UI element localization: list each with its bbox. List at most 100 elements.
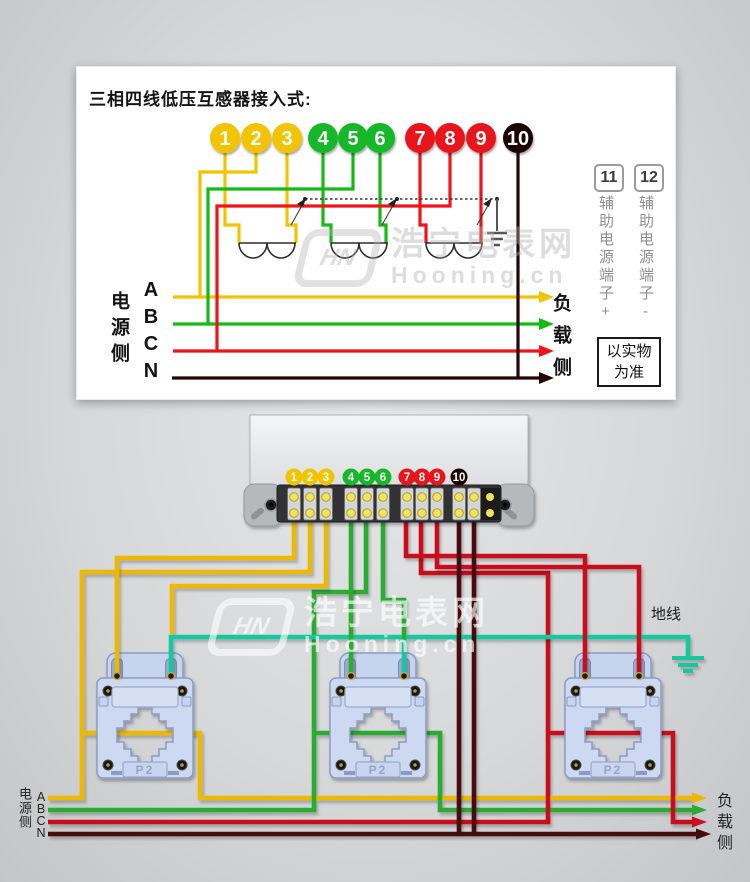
terminal-screw <box>346 492 356 502</box>
ct-slot-terminal <box>112 672 121 681</box>
terminal-screw <box>346 508 356 518</box>
terminal-screw <box>454 508 464 518</box>
terminal-screw <box>454 492 464 502</box>
aux-terminal-block <box>481 488 500 520</box>
wire-terminal7-to-ct3 <box>403 518 588 676</box>
schematic-terminal-8: 8 <box>435 123 465 153</box>
aux-screw-bottom <box>486 509 494 517</box>
arrow-phase-b <box>692 804 707 816</box>
ct-corner-screw-center <box>648 763 652 767</box>
terminal-screw <box>362 508 372 518</box>
arrow-phase-b <box>539 318 554 330</box>
ct-corner-screw-center <box>413 689 417 693</box>
ct-side-tab-left <box>98 696 109 707</box>
wire-phase-a-source-tap <box>48 518 313 801</box>
terminal-number: 8 <box>419 472 426 484</box>
ct-corner-screw-center <box>574 689 578 693</box>
ct-corner-screw-center <box>106 763 110 767</box>
ct-mark <box>344 771 355 775</box>
ct-mark <box>636 771 647 775</box>
schematic-phase-a-wires <box>173 151 539 299</box>
arrow-neutral <box>539 372 554 384</box>
wire-terminal9-to-ct3 <box>434 518 642 676</box>
wire-8-voltage-tap <box>215 151 452 351</box>
load-arrows <box>692 792 711 840</box>
ct-mark <box>401 771 412 775</box>
terminal-screw <box>402 492 412 502</box>
ct-slot-terminal <box>347 672 356 681</box>
panel-title: 三相四线低压互感器接入式: <box>89 90 312 109</box>
terminal-screw <box>321 492 331 502</box>
ct-corner-screw-center <box>339 689 343 693</box>
phase-label-N: N <box>143 360 159 382</box>
ct-side-tab-left <box>566 696 577 707</box>
earth-symbol <box>672 656 704 673</box>
ground-wire-label: 地线 <box>651 606 682 623</box>
wire-terminal1-to-ct1 <box>114 518 297 676</box>
meter-terminal-8: 8 <box>413 468 431 486</box>
ct-corner-screw-center <box>180 763 184 767</box>
ct-slot-terminal <box>580 672 589 681</box>
terminal-screw <box>305 508 315 518</box>
schematic-neutral-wires <box>172 151 539 380</box>
terminal-screw <box>432 492 442 502</box>
aux-screw-top <box>486 493 494 501</box>
terminal-screw <box>305 492 315 502</box>
meter-terminal-10: 10 <box>450 468 468 486</box>
ct-p2-plate <box>590 761 636 778</box>
phase-label-bottom-N: N <box>36 826 46 840</box>
wire-1-to-ct <box>223 151 241 243</box>
terminal-number: 7 <box>404 472 410 484</box>
meter-ear-slot-left <box>250 507 264 520</box>
schematic-phase-b-wires <box>173 151 539 326</box>
wire-phase-c-through-ct-to-load <box>548 730 692 825</box>
terminal-number: 9 <box>434 472 440 484</box>
terminal-blocks <box>287 487 481 521</box>
terminal-number: 6 <box>374 128 385 150</box>
ct-corner-screw-center <box>106 689 110 693</box>
terminal-number: 7 <box>414 128 425 150</box>
ct-slot-terminal <box>167 672 176 681</box>
earth-symbol <box>487 231 507 247</box>
current-transformer-3: P2 <box>564 652 662 779</box>
schematic-terminal-5: 5 <box>338 123 368 153</box>
wire-phase-b-through-ct-to-load <box>314 730 692 813</box>
terminal-number: 4 <box>317 128 329 150</box>
ct-corner-screw-center <box>339 763 343 767</box>
bus-junction-2 <box>395 197 399 201</box>
ct-mark <box>168 771 179 775</box>
terminal-number: 8 <box>444 128 455 150</box>
wire-5-voltage-tap <box>206 151 355 324</box>
ct-corner-screw-center <box>180 689 184 693</box>
schematic-terminal-3: 3 <box>272 123 302 153</box>
schematic-terminal-7: 7 <box>405 123 435 153</box>
phase-label-bottom-B: B <box>36 802 46 816</box>
ct1-coil <box>238 242 296 259</box>
phase-label-A: A <box>143 279 159 301</box>
terminal-screw <box>432 508 442 518</box>
terminal-number: 10 <box>507 128 529 150</box>
ct-coil-symbols <box>238 242 483 259</box>
terminal-number: 2 <box>250 128 261 150</box>
terminal-screw <box>417 492 427 502</box>
schematic-terminal-10: 10 <box>503 123 533 153</box>
terminal-number: 2 <box>307 472 313 484</box>
schematic-terminal-2: 2 <box>241 123 271 153</box>
terminal-number: 1 <box>219 128 230 150</box>
terminal-number: 1 <box>291 472 298 484</box>
ground-bus <box>290 197 507 247</box>
schematic-phase-c-wires <box>173 151 539 353</box>
wire-3-to-ct <box>285 151 298 243</box>
terminal-number: 10 <box>453 472 466 484</box>
note-box: 以实物为准 <box>597 337 661 387</box>
arrow-phase-a <box>539 291 554 303</box>
meter-terminal-5: 5 <box>358 468 376 486</box>
ct-p2-plate <box>122 761 168 778</box>
ct-side-tab-right <box>414 696 425 707</box>
meter-terminal-7: 7 <box>398 468 416 486</box>
wire-2-voltage-tap <box>198 151 258 297</box>
schematic-panel: 三相四线低压互感器接入式: <box>76 66 676 400</box>
schematic-terminal-1: 1 <box>210 123 240 153</box>
